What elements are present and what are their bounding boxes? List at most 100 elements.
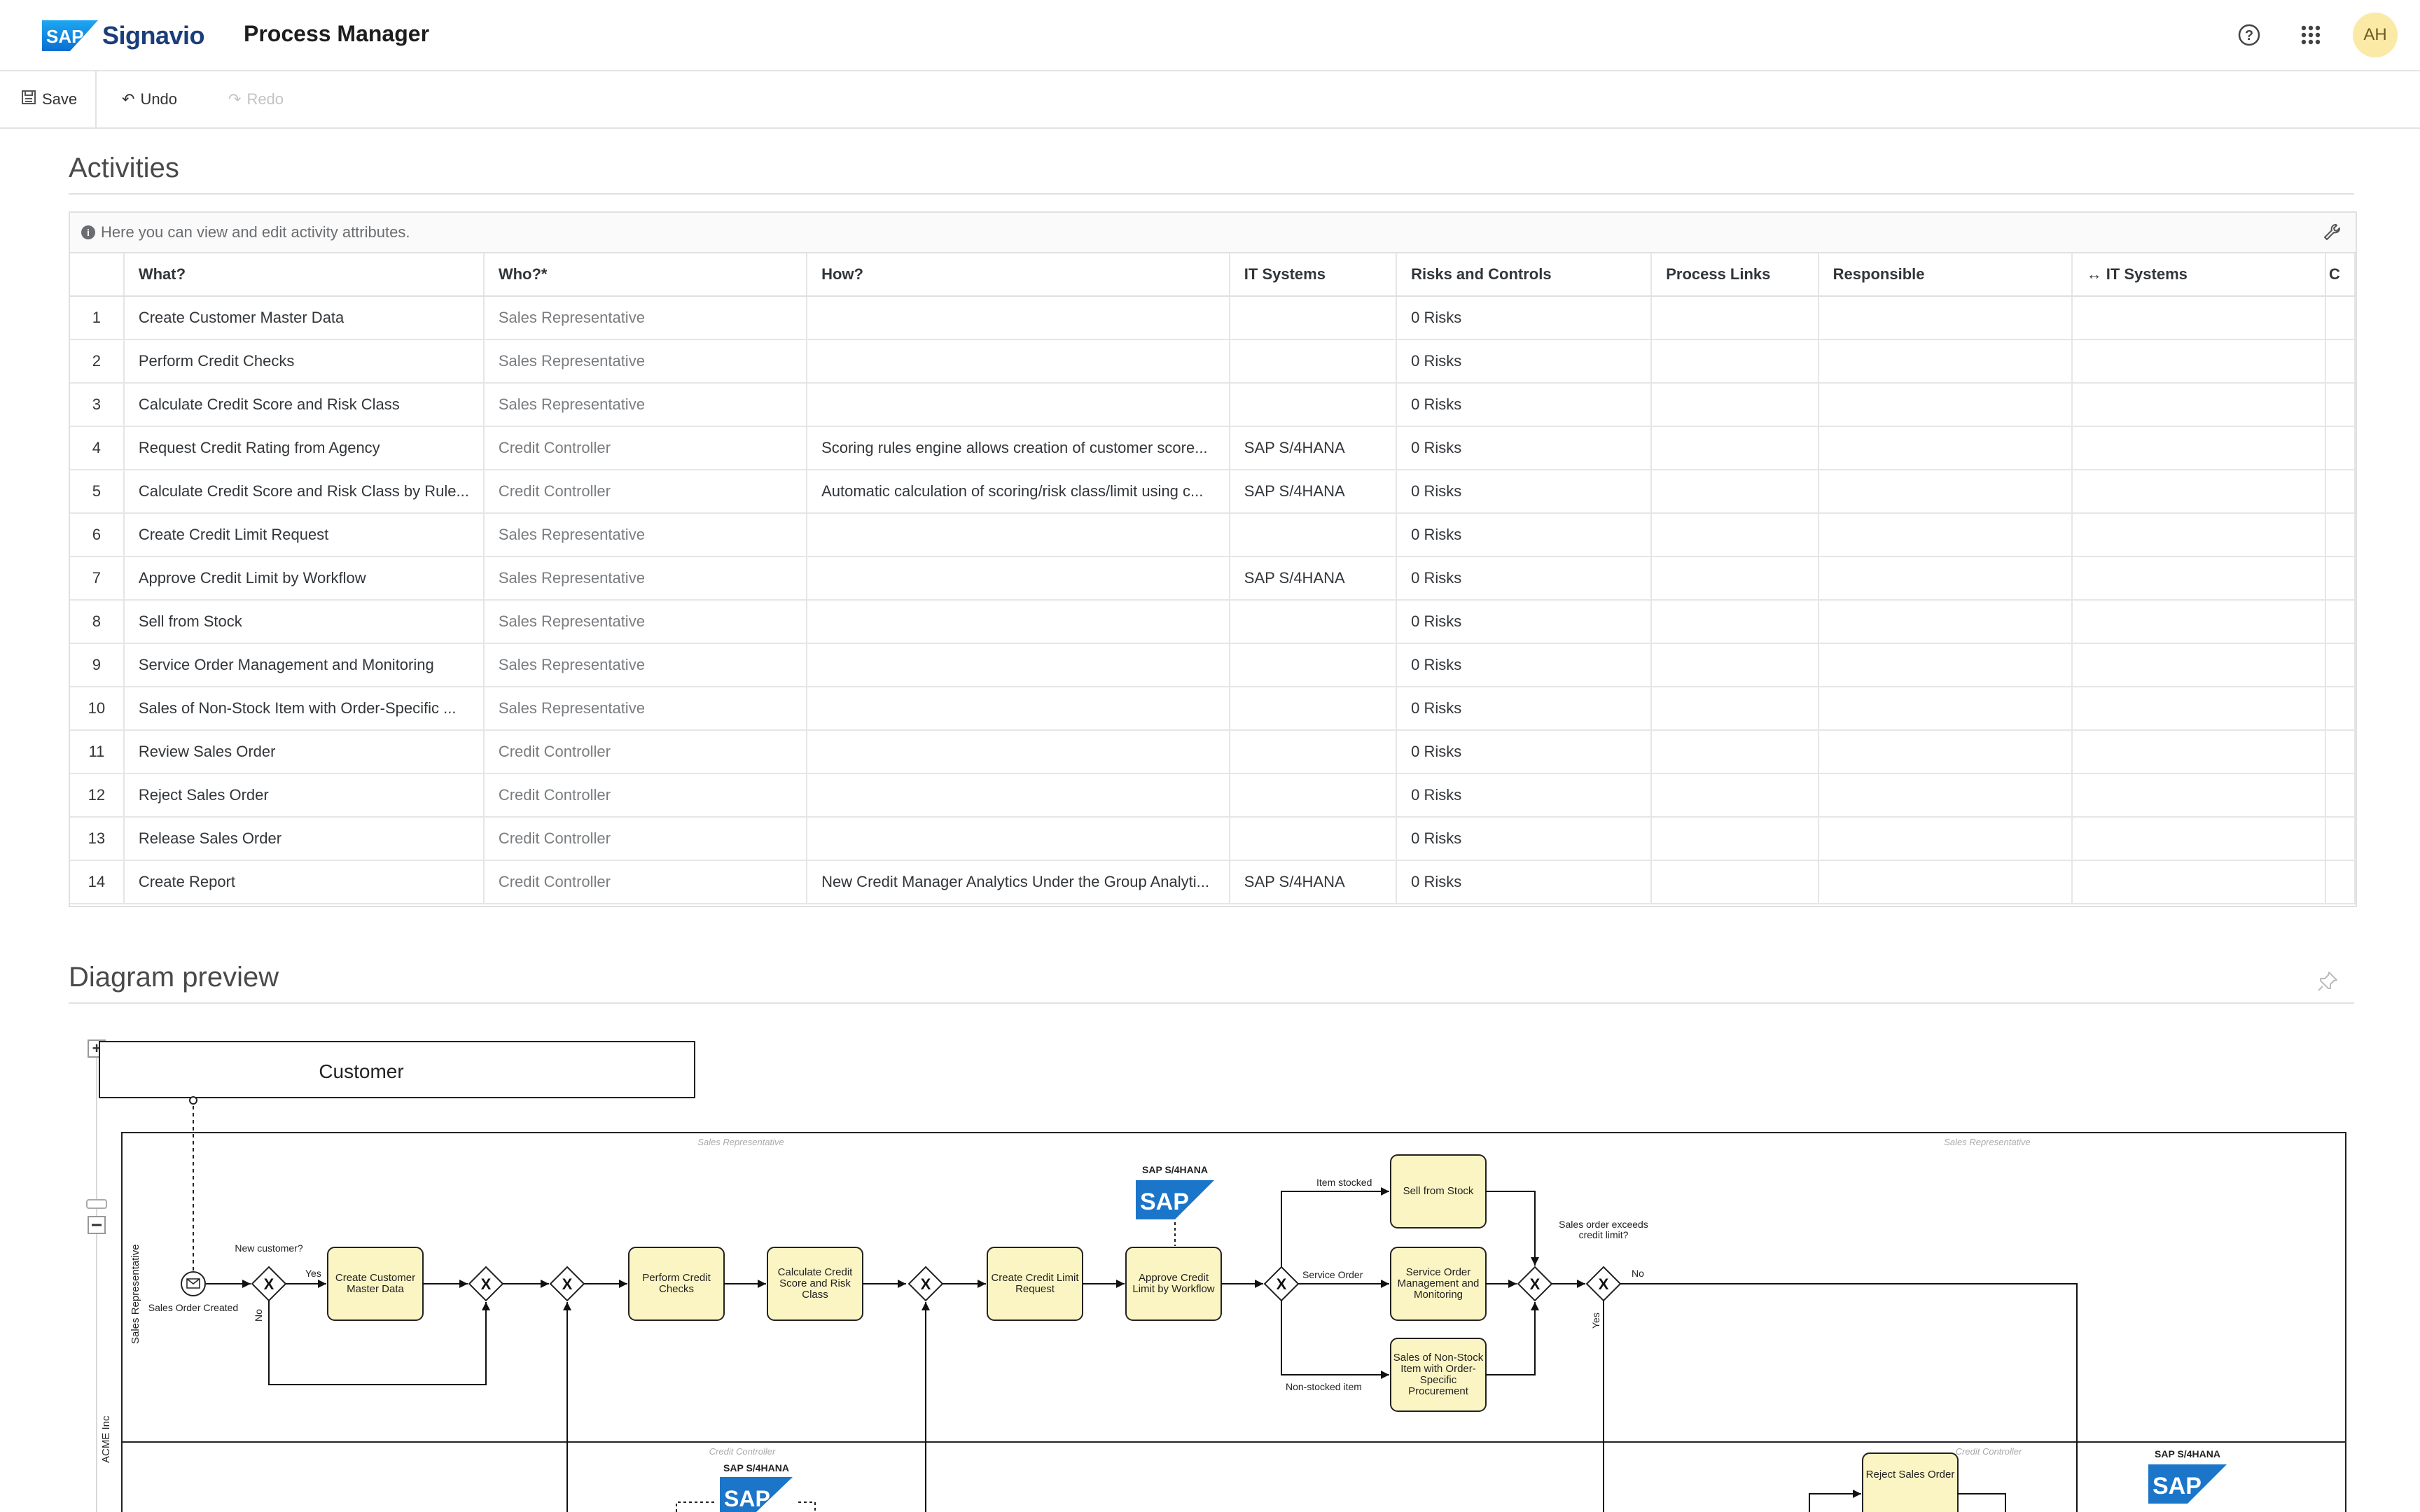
cell-linked-it-systems[interactable]	[2071, 556, 2326, 601]
cell-it-systems[interactable]	[1229, 296, 1398, 340]
cell-linked-it-systems[interactable]	[2071, 730, 2326, 774]
sap-s4hana-artifact-2[interactable]: SAP S/4HANA SAP	[676, 1462, 816, 1512]
task-perform-credit-checks[interactable]: Perform Credit Checks	[628, 1247, 725, 1321]
cell-linked-it-systems[interactable]	[2071, 774, 2326, 818]
cell-risks[interactable]: 0 Risks	[1396, 470, 1653, 514]
cell-linked-it-systems[interactable]	[2071, 426, 2326, 470]
cell-linked-it-systems[interactable]	[2071, 817, 2326, 861]
task-service-order-management[interactable]: Service Order Management and Monitoring	[1390, 1247, 1487, 1321]
cell-how[interactable]	[807, 730, 1230, 774]
cell-linked-it-systems[interactable]	[2071, 296, 2326, 340]
column-header-it-systems[interactable]: IT Systems	[1229, 253, 1398, 297]
cell-truncated[interactable]	[2325, 730, 2356, 774]
gateway-order-type[interactable]: X	[1263, 1266, 1300, 1302]
cell-who[interactable]: Sales Representative	[483, 340, 808, 384]
cell-risks[interactable]: 0 Risks	[1396, 774, 1653, 818]
zoom-out-button[interactable]	[88, 1216, 106, 1234]
cell-who[interactable]: Sales Representative	[483, 643, 808, 687]
cell-risks[interactable]: 0 Risks	[1396, 600, 1653, 644]
cell-linked-it-systems[interactable]	[2071, 600, 2326, 644]
sap-s4hana-artifact-3[interactable]: SAP S/4HANA SAP	[2148, 1448, 2227, 1504]
cell-responsible[interactable]	[1818, 600, 2073, 644]
start-event-sales-order-created[interactable]: Sales Order Created	[148, 1271, 238, 1313]
cell-process-links[interactable]	[1651, 600, 1819, 644]
cell-truncated[interactable]	[2325, 513, 2356, 557]
cell-who[interactable]: Sales Representative	[483, 296, 808, 340]
cell-truncated[interactable]	[2325, 774, 2356, 818]
cell-it-systems[interactable]	[1229, 643, 1398, 687]
cell-it-systems[interactable]: SAP S/4HANA	[1229, 426, 1398, 470]
cell-process-links[interactable]	[1651, 643, 1819, 687]
cell-what[interactable]: Approve Credit Limit by Workflow	[123, 556, 485, 601]
cell-what[interactable]: Calculate Credit Score and Risk Class	[123, 383, 485, 427]
cell-it-systems[interactable]: SAP S/4HANA	[1229, 470, 1398, 514]
cell-risks[interactable]: 0 Risks	[1396, 817, 1653, 861]
cell-truncated[interactable]	[2325, 296, 2356, 340]
cell-what[interactable]: Sell from Stock	[123, 600, 485, 644]
cell-risks[interactable]: 0 Risks	[1396, 687, 1653, 731]
customer-pool[interactable]: Customer	[99, 1041, 695, 1098]
cell-process-links[interactable]	[1651, 687, 1819, 731]
cell-who[interactable]: Credit Controller	[483, 730, 808, 774]
zoom-slider-handle[interactable]	[86, 1199, 107, 1209]
cell-it-systems[interactable]	[1229, 600, 1398, 644]
cell-who[interactable]: Credit Controller	[483, 426, 808, 470]
task-approve-credit-limit[interactable]: Approve Credit Limit by Workflow	[1125, 1247, 1222, 1321]
cell-what[interactable]: Review Sales Order	[123, 730, 485, 774]
apps-grid-icon[interactable]	[2295, 20, 2326, 50]
cell-how[interactable]	[807, 817, 1230, 861]
column-header-process-links[interactable]: Process Links	[1651, 253, 1819, 297]
gateway-join[interactable]: X	[1517, 1266, 1553, 1302]
cell-responsible[interactable]	[1818, 340, 2073, 384]
bpmn-diagram-preview[interactable]: + Customer ACME Inc Sales Representative…	[69, 1029, 2354, 1512]
cell-responsible[interactable]	[1818, 687, 2073, 731]
cell-what[interactable]: Create Report	[123, 860, 485, 904]
task-create-credit-limit-request[interactable]: Create Credit Limit Request	[987, 1247, 1083, 1321]
cell-risks[interactable]: 0 Risks	[1396, 513, 1653, 557]
gateway-exceeds-credit-limit[interactable]: X Sales order exceeds credit limit? No Y…	[1555, 1219, 1653, 1329]
cell-truncated[interactable]	[2325, 426, 2356, 470]
cell-truncated[interactable]	[2325, 340, 2356, 384]
cell-what[interactable]: Create Credit Limit Request	[123, 513, 485, 557]
user-avatar[interactable]: AH	[2353, 13, 2398, 57]
task-sell-from-stock[interactable]: Sell from Stock	[1390, 1154, 1487, 1228]
gateway-merge-2[interactable]: X	[549, 1266, 585, 1302]
cell-who[interactable]: Credit Controller	[483, 817, 808, 861]
cell-risks[interactable]: 0 Risks	[1396, 730, 1653, 774]
cell-truncated[interactable]	[2325, 470, 2356, 514]
cell-how[interactable]	[807, 687, 1230, 731]
cell-it-systems[interactable]	[1229, 687, 1398, 731]
sap-s4hana-artifact-1[interactable]: SAP S/4HANA SAP	[1136, 1164, 1214, 1246]
cell-process-links[interactable]	[1651, 296, 1819, 340]
cell-how[interactable]	[807, 383, 1230, 427]
cell-who[interactable]: Sales Representative	[483, 513, 808, 557]
column-header-risks-controls[interactable]: Risks and Controls	[1396, 253, 1653, 297]
cell-process-links[interactable]	[1651, 513, 1819, 557]
cell-responsible[interactable]	[1818, 643, 2073, 687]
cell-who[interactable]: Sales Representative	[483, 687, 808, 731]
cell-process-links[interactable]	[1651, 470, 1819, 514]
column-header-who[interactable]: Who?*	[483, 253, 808, 297]
cell-linked-it-systems[interactable]	[2071, 513, 2326, 557]
cell-who[interactable]: Sales Representative	[483, 600, 808, 644]
task-sales-non-stock-item[interactable]: Sales of Non-Stock Item with Order-Speci…	[1390, 1338, 1487, 1412]
column-header-responsible[interactable]: Responsible	[1818, 253, 2073, 297]
column-header-what[interactable]: What?	[123, 253, 485, 297]
cell-risks[interactable]: 0 Risks	[1396, 296, 1653, 340]
acme-pool[interactable]: ACME Inc Sales Representative Sales Repr…	[100, 1132, 2346, 1512]
cell-process-links[interactable]	[1651, 426, 1819, 470]
cell-it-systems[interactable]	[1229, 817, 1398, 861]
cell-risks[interactable]: 0 Risks	[1396, 426, 1653, 470]
sap-signavio-logo[interactable]: SAP Signavio	[42, 20, 205, 52]
cell-it-systems[interactable]	[1229, 383, 1398, 427]
cell-what[interactable]: Sales of Non-Stock Item with Order-Speci…	[123, 687, 485, 731]
cell-responsible[interactable]	[1818, 860, 2073, 904]
